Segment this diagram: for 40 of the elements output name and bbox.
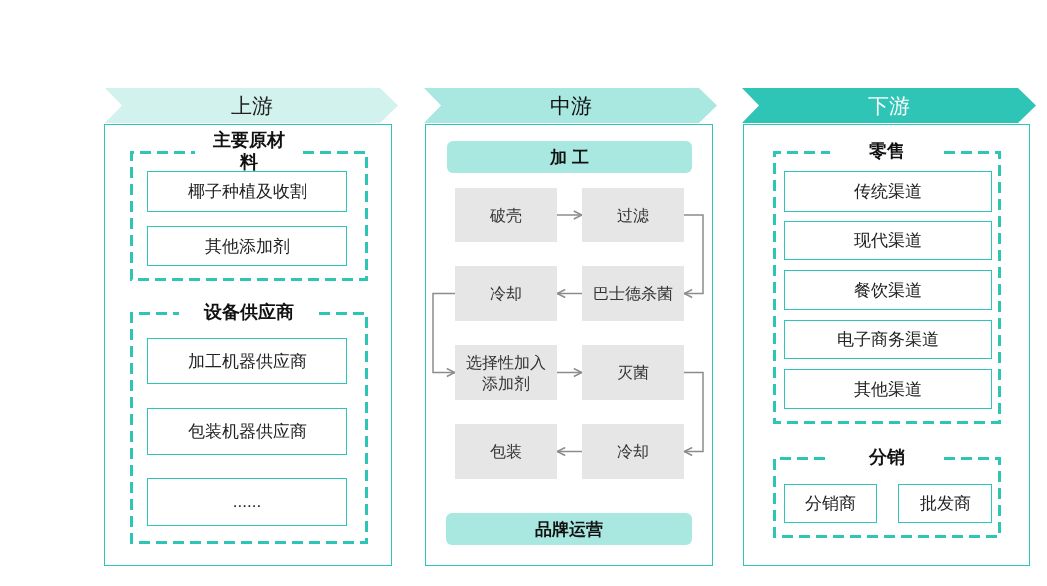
item-box: 包装机器供应商	[147, 408, 347, 455]
dashed-group	[130, 127, 368, 281]
item-box: 餐饮渠道	[784, 270, 992, 310]
process-box: 巴士德杀菌	[582, 266, 684, 321]
item-box: 电子商务渠道	[784, 320, 992, 359]
group-heading: 主要原材料	[212, 129, 286, 173]
group-heading: 零售	[868, 140, 906, 162]
stage-banner: 上游	[105, 88, 398, 123]
group-heading: 分销	[868, 446, 906, 468]
process-box: 冷却	[582, 424, 684, 479]
item-box: 其他渠道	[784, 369, 992, 409]
section-band: 品牌运营	[446, 513, 692, 545]
item-box: 传统渠道	[784, 171, 992, 212]
flow-arrow	[683, 214, 704, 299]
process-box: 灭菌	[582, 345, 684, 400]
section-band: 加 工	[447, 141, 692, 173]
item-box: 分销商	[784, 484, 877, 523]
stage-panel	[104, 124, 392, 566]
item-box: ......	[147, 478, 347, 526]
item-box: 批发商	[898, 484, 992, 523]
process-box: 冷却	[455, 266, 557, 321]
process-box: 选择性加入添加剂	[455, 345, 557, 400]
stage-panel	[743, 124, 1030, 566]
flow-arrow	[683, 371, 704, 457]
process-box: 包装	[455, 424, 557, 479]
group-heading: 设备供应商	[202, 301, 295, 323]
stage-banner: 中游	[424, 88, 717, 123]
flow-arrow	[556, 446, 583, 457]
item-box: 椰子种植及收割	[147, 171, 347, 212]
process-box: 过滤	[582, 188, 684, 242]
flow-arrow	[556, 288, 583, 299]
flow-arrow	[556, 367, 583, 378]
flow-arrow	[556, 210, 583, 220]
item-box: 现代渠道	[784, 221, 992, 260]
item-box: 其他添加剂	[147, 226, 347, 266]
stage-banner: 下游	[742, 88, 1036, 123]
item-box: 加工机器供应商	[147, 338, 347, 384]
stage-panel	[425, 124, 713, 566]
process-box: 破壳	[455, 188, 557, 242]
flow-arrow	[432, 292, 456, 378]
